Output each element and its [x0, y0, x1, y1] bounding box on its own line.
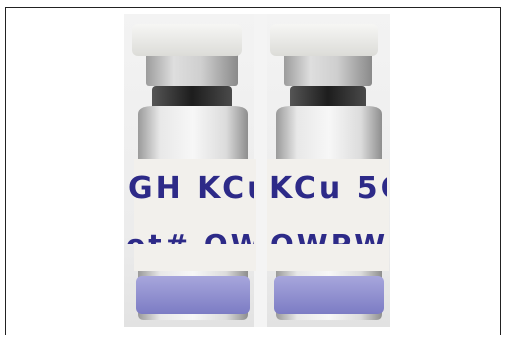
left-label-line1: GH KCu — [128, 171, 271, 206]
right-powder — [274, 276, 384, 314]
right-label-line2: QWPW — [270, 228, 388, 261]
vials-illustration: GH KCu ot# QWP KCu 5C QWPW — [126, 14, 390, 327]
right-label — [267, 159, 389, 271]
right-cap — [270, 24, 378, 56]
vials-photo: GH KCu ot# QWP KCu 5C QWPW — [124, 14, 390, 327]
right-vial: KCu 5C QWPW — [267, 24, 390, 320]
left-powder — [136, 276, 250, 314]
right-label-line1: KCu 5C — [269, 171, 390, 206]
image-frame — [5, 7, 501, 335]
left-label — [134, 159, 256, 271]
left-vial: GH KCu ot# QWP — [126, 24, 288, 320]
left-cap — [132, 24, 242, 56]
left-label-line2: ot# QWP — [126, 228, 288, 261]
